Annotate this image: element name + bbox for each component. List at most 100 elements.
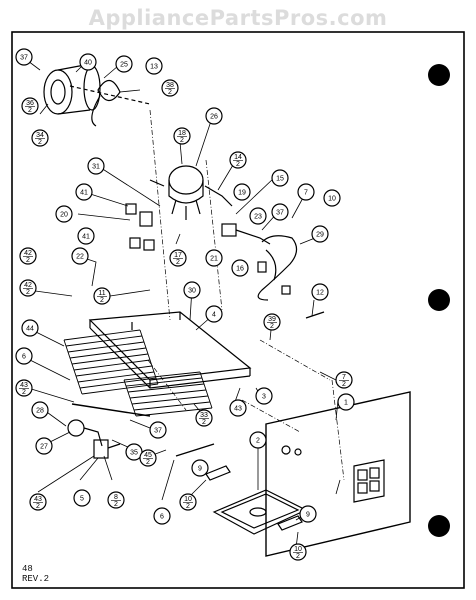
callout-number: 33	[200, 412, 208, 419]
callout-number: 7	[342, 374, 346, 381]
callout-quantity: 2	[342, 381, 346, 388]
callout-37c: 37	[149, 421, 167, 439]
callout-circle	[183, 281, 201, 299]
callout-quantity: 2	[100, 297, 104, 304]
callout-39: 239	[263, 313, 281, 331]
callout-13: 13	[145, 57, 163, 75]
callout-circle	[271, 203, 289, 221]
bracket	[205, 465, 231, 481]
callout-quantity: 2	[270, 323, 274, 330]
callout-33: 233	[195, 409, 213, 427]
callout-31: 31	[87, 157, 105, 175]
callout-number: 43	[20, 382, 28, 389]
callout-number: 37	[276, 210, 284, 217]
callout-circle	[337, 393, 355, 411]
callout-quantity: 2	[296, 553, 300, 560]
callout-circle	[161, 79, 179, 97]
callout-number: 9	[306, 512, 310, 519]
callout-number: 6	[160, 514, 164, 521]
callout-37a: 37	[15, 48, 33, 66]
callout-17: 217	[169, 249, 187, 267]
callout-7: 7	[297, 183, 315, 201]
callout-circle	[335, 371, 353, 389]
callout-quantity: 2	[180, 137, 184, 144]
callout-number: 4	[212, 312, 216, 319]
callout-7b: 27	[335, 371, 353, 389]
callout-number: 38	[166, 82, 174, 89]
callout-quantity: 2	[176, 259, 180, 266]
callout-21: 21	[205, 249, 223, 267]
callout-number: 35	[130, 450, 138, 457]
callout-circle	[15, 347, 33, 365]
callout-quantity: 2	[26, 289, 30, 296]
callout-number: 27	[40, 444, 48, 451]
callout-number: 5	[80, 496, 84, 503]
callout-number: 30	[188, 288, 196, 295]
callout-number: 21	[210, 256, 218, 263]
callout-circle	[173, 127, 191, 145]
callout-number: 44	[26, 326, 34, 333]
callout-10c: 210	[289, 543, 307, 561]
callout-circle	[229, 151, 247, 169]
callout-circle	[271, 169, 289, 187]
callout-6a: 6	[15, 347, 33, 365]
callout-number: 10	[328, 196, 336, 203]
callout-circle	[249, 207, 267, 225]
watermark-text: AppliancePartsPros.com	[88, 6, 388, 30]
callout-circle	[263, 313, 281, 331]
callout-number: 1	[344, 400, 348, 407]
callout-number: 22	[76, 254, 84, 261]
callout-circle	[71, 247, 89, 265]
callout-circle	[149, 421, 167, 439]
callout-circle	[299, 505, 317, 523]
callout-circle	[77, 227, 95, 245]
callout-circle	[75, 183, 93, 201]
revision-label: REV.2	[22, 574, 50, 584]
callout-18: 218	[173, 127, 191, 145]
callout-20: 20	[55, 205, 73, 223]
callout-circle	[115, 55, 133, 73]
callout-number: 36	[26, 100, 34, 107]
callout-circle	[169, 249, 187, 267]
callout-25: 25	[115, 55, 133, 73]
damper-motor	[67, 419, 121, 459]
callout-number: 42	[24, 282, 32, 289]
callout-36: 236	[21, 97, 39, 115]
callout-number: 40	[84, 60, 92, 67]
callout-34: 234	[31, 129, 49, 147]
callout-number: 43	[234, 406, 242, 413]
callout-number: 37	[20, 55, 28, 62]
callout-circle	[233, 183, 251, 201]
callout-number: 14	[234, 154, 242, 161]
callout-circle	[19, 279, 37, 297]
callout-quantity: 2	[114, 501, 118, 508]
callout-quantity: 2	[26, 257, 30, 264]
wiring-harness	[257, 235, 298, 301]
callout-circle	[87, 157, 105, 175]
callout-11: 211	[93, 287, 111, 305]
callout-circle	[231, 259, 249, 277]
callout-circle	[205, 249, 223, 267]
callout-quantity: 2	[38, 139, 42, 146]
callout-number: 2	[256, 438, 260, 445]
callout-quantity: 2	[146, 459, 150, 466]
callout-19: 19	[233, 183, 251, 201]
binder-hole-bottom	[428, 515, 450, 537]
binder-hole-middle	[428, 289, 450, 311]
callout-quantity: 2	[236, 161, 240, 168]
callout-circle	[311, 283, 329, 301]
callout-4: 4	[205, 305, 223, 323]
fan-motor-assembly	[43, 63, 151, 127]
callout-8: 28	[107, 491, 125, 509]
callout-circle	[21, 97, 39, 115]
callout-number: 41	[82, 234, 90, 241]
callout-number: 41	[80, 190, 88, 197]
callout-1: 1	[337, 393, 355, 411]
callout-number: 26	[210, 114, 218, 121]
callout-number: 10	[294, 546, 302, 553]
callout-6b: 6	[153, 507, 171, 525]
callout-9a: 9	[191, 459, 209, 477]
callout-number: 17	[174, 252, 182, 259]
callout-number: 28	[36, 408, 44, 415]
callout-30: 30	[183, 281, 201, 299]
